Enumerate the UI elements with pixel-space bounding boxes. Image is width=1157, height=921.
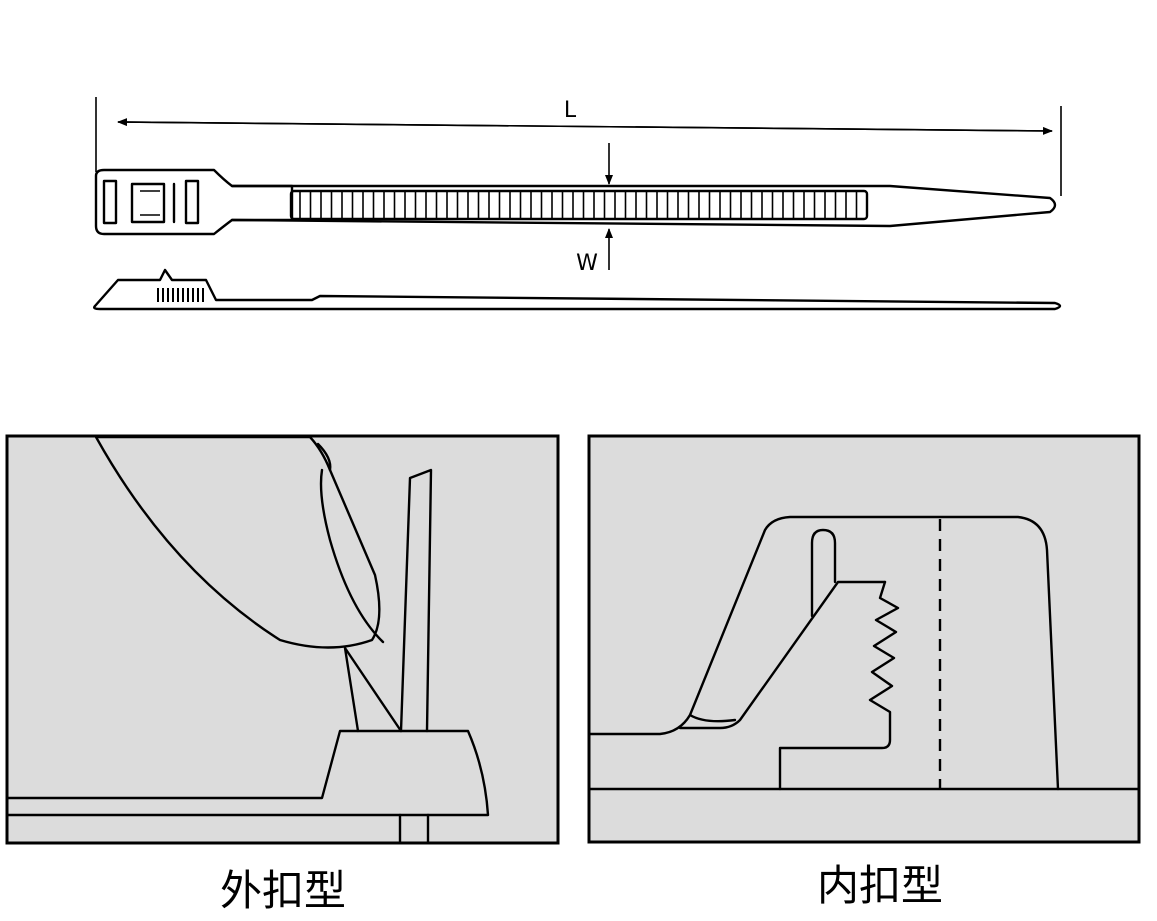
inside-lock-pawl-teeth (778, 580, 900, 791)
outside-lock-head-body (8, 729, 490, 817)
head-slot-left (102, 179, 118, 225)
inside-lock-panel (587, 434, 1141, 844)
outside-lock-strap (399, 468, 433, 733)
finger (94, 437, 381, 649)
head-slot-right (184, 179, 200, 225)
outside-lock-panel (5, 434, 560, 845)
inside-lock-head-body (590, 515, 1060, 791)
ratchet-teeth-area (289, 189, 869, 221)
fingernail (319, 468, 385, 644)
inside-lock-strap (678, 580, 887, 730)
inside-lock-caption: 内扣型 (817, 861, 943, 910)
length-dimension-arrow-left (117, 118, 1053, 132)
tie-head-outline (94, 168, 294, 236)
outside-lock-caption: 外扣型 (220, 866, 346, 915)
tie-side-head (93, 268, 1062, 311)
inside-lock-frame (587, 434, 1141, 844)
tie-strap-outline (230, 184, 1057, 228)
outside-lock-release-lever (343, 646, 403, 733)
cable-tie-top-view: L W (94, 97, 1062, 276)
cable-tie-side-view (93, 268, 1062, 311)
length-label: L (564, 98, 577, 123)
ratchet-teeth (299, 192, 858, 218)
width-label: W (576, 251, 598, 276)
side-head-teeth (157, 288, 204, 302)
inside-lock-slot (810, 528, 837, 618)
head-lock-window (130, 182, 166, 224)
